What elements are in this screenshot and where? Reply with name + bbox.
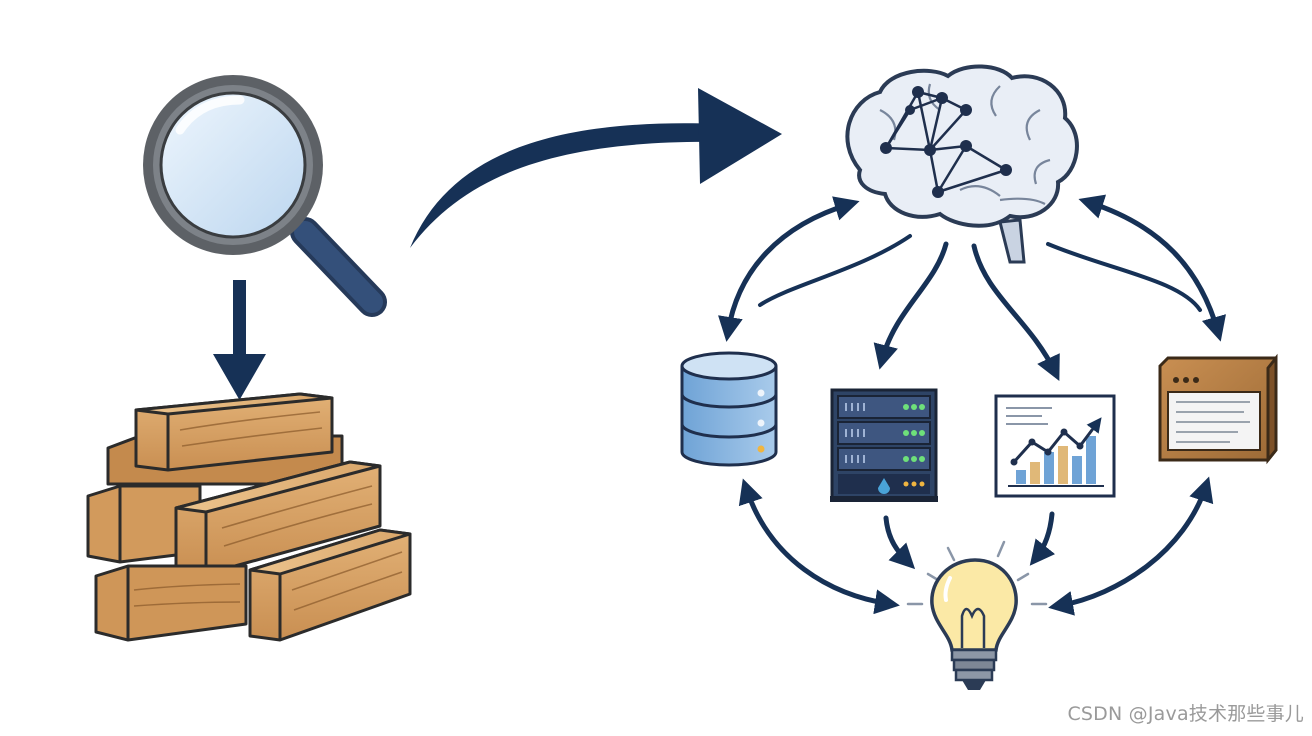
lightbulb-icon (906, 540, 1048, 690)
server-rack-icon (830, 388, 938, 502)
magnifying-glass-icon (143, 75, 387, 317)
curved-arrow (410, 88, 782, 248)
browser-window-icon (1158, 353, 1278, 465)
lumber-stack-icon (86, 392, 412, 642)
brain-network-icon (845, 64, 1079, 264)
watermark-text: CSDN @Java技术那些事儿 (1067, 703, 1304, 725)
chart-report-icon (994, 394, 1116, 498)
down-arrow (213, 280, 266, 400)
database-icon (680, 351, 778, 467)
connection-arrows (718, 194, 1226, 616)
